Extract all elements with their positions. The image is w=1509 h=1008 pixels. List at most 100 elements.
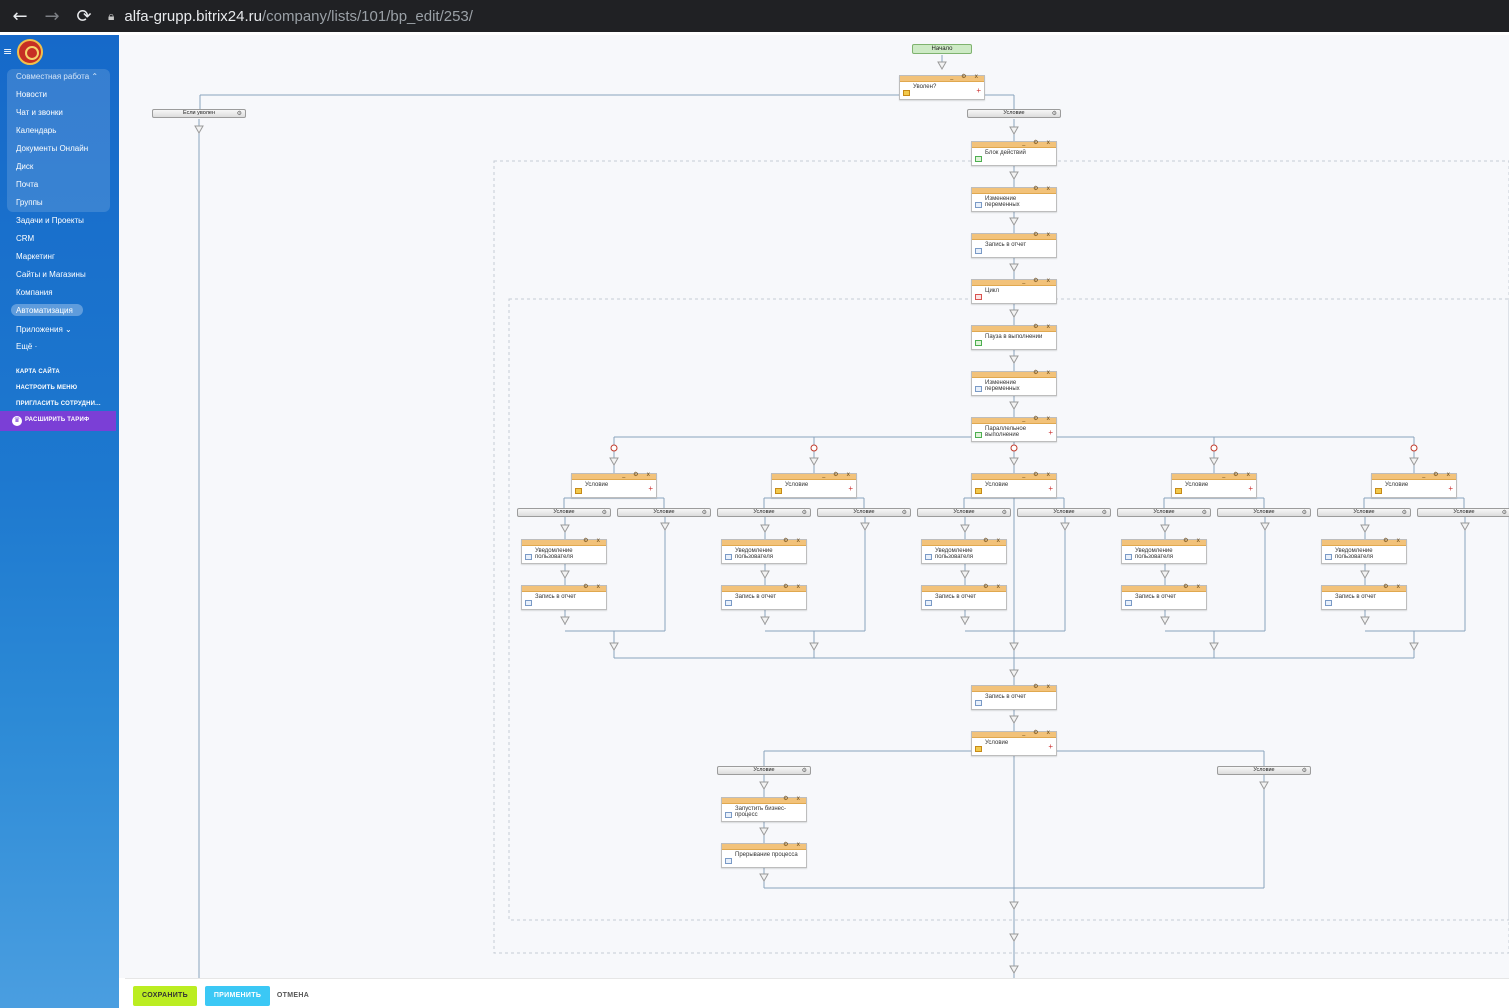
menu-item-apps[interactable]: Приложения ⌄ xyxy=(16,325,72,334)
remove-branch-icon[interactable] xyxy=(610,444,618,452)
block-controls-icon[interactable]: _ ⚙ x xyxy=(950,73,981,80)
drop-arrow-icon[interactable] xyxy=(1209,642,1219,652)
branch-condition[interactable]: Условие⚙ xyxy=(817,508,911,517)
block-controls-icon[interactable]: _ ⚙ x xyxy=(1022,729,1053,736)
reload-icon[interactable]: ⟳ xyxy=(76,5,92,27)
block-controls-icon[interactable]: _ ⚙ x xyxy=(1022,139,1053,146)
add-branch-icon[interactable]: + xyxy=(1048,484,1053,493)
menu-toggle-icon[interactable]: ≡ xyxy=(3,45,13,58)
drop-arrow-icon[interactable] xyxy=(609,457,619,467)
block-controls-icon[interactable]: ⚙ x xyxy=(983,537,1003,544)
drop-arrow-icon[interactable] xyxy=(760,616,770,626)
menu-item-disk[interactable]: Диск xyxy=(16,162,34,171)
branch-condition[interactable]: Условие⚙ xyxy=(967,109,1061,118)
menu-group-header[interactable]: Совместная работа ⌃ xyxy=(16,72,99,81)
drop-arrow-icon[interactable] xyxy=(560,570,570,580)
block-controls-icon[interactable]: ⚙ x xyxy=(783,583,803,590)
drop-arrow-icon[interactable] xyxy=(1009,355,1019,365)
drop-arrow-icon[interactable] xyxy=(1409,642,1419,652)
drop-arrow-icon[interactable] xyxy=(960,570,970,580)
remove-branch-icon[interactable] xyxy=(1410,444,1418,452)
menu-item-company[interactable]: Компания xyxy=(16,288,53,297)
drop-arrow-icon[interactable] xyxy=(1260,522,1270,532)
block-controls-icon[interactable]: _ ⚙ x xyxy=(1222,471,1253,478)
drop-arrow-icon[interactable] xyxy=(860,522,870,532)
add-branch-icon[interactable]: + xyxy=(1048,428,1053,437)
drop-arrow-icon[interactable] xyxy=(1009,642,1019,652)
menu-item-mail[interactable]: Почта xyxy=(16,180,39,189)
block-controls-icon[interactable]: ⚙ x xyxy=(1033,369,1053,376)
add-branch-icon[interactable]: + xyxy=(976,86,981,95)
gear-icon[interactable]: ⚙ xyxy=(1051,110,1057,117)
branch-condition[interactable]: Условие⚙ xyxy=(1317,508,1411,517)
remove-branch-icon[interactable] xyxy=(1210,444,1218,452)
drop-arrow-icon[interactable] xyxy=(1009,715,1019,725)
gear-icon[interactable]: ⚙ xyxy=(1001,509,1007,516)
drop-arrow-icon[interactable] xyxy=(660,522,670,532)
gear-icon[interactable]: ⚙ xyxy=(801,767,807,774)
remove-branch-icon[interactable] xyxy=(810,444,818,452)
gear-icon[interactable]: ⚙ xyxy=(601,509,607,516)
remove-branch-icon[interactable] xyxy=(1010,444,1018,452)
gear-icon[interactable]: ⚙ xyxy=(901,509,907,516)
block-controls-icon[interactable]: ⚙ x xyxy=(1033,683,1053,690)
save-button[interactable]: СОХРАНИТЬ xyxy=(133,986,197,1006)
branch-condition[interactable]: Условие⚙ xyxy=(917,508,1011,517)
branch-condition[interactable]: Условие⚙ xyxy=(517,508,611,517)
drop-arrow-icon[interactable] xyxy=(560,616,570,626)
drop-arrow-icon[interactable] xyxy=(1259,781,1269,791)
menu-item-crm[interactable]: CRM xyxy=(16,234,35,243)
drop-arrow-icon[interactable] xyxy=(1009,263,1019,273)
block-controls-icon[interactable]: ⚙ x xyxy=(1033,185,1053,192)
branch-condition[interactable]: Условие⚙ xyxy=(1117,508,1211,517)
menu-item-calendar[interactable]: Календарь xyxy=(16,126,57,135)
gear-icon[interactable]: ⚙ xyxy=(1201,509,1207,516)
upgrade-plan-button[interactable]: ♛ РАСШИРИТЬ ТАРИФ xyxy=(0,411,116,431)
block-controls-icon[interactable]: ⚙ x xyxy=(1383,537,1403,544)
gear-icon[interactable]: ⚙ xyxy=(1501,509,1507,516)
branch-condition[interactable]: Условие⚙ xyxy=(717,766,811,775)
gear-icon[interactable]: ⚙ xyxy=(1101,509,1107,516)
block-controls-icon[interactable]: _ ⚙ x xyxy=(622,471,653,478)
branch-condition[interactable]: Условие⚙ xyxy=(1217,766,1311,775)
drop-arrow-icon[interactable] xyxy=(1009,901,1019,911)
drop-arrow-icon[interactable] xyxy=(759,827,769,837)
drop-arrow-icon[interactable] xyxy=(194,125,204,135)
drop-arrow-icon[interactable] xyxy=(1009,309,1019,319)
drop-arrow-icon[interactable] xyxy=(1360,570,1370,580)
drop-arrow-icon[interactable] xyxy=(1160,524,1170,534)
branch-condition[interactable]: Условие⚙ xyxy=(1017,508,1111,517)
menu-item-more[interactable]: Ещё · xyxy=(16,342,38,351)
drop-arrow-icon[interactable] xyxy=(1360,524,1370,534)
add-branch-icon[interactable]: + xyxy=(1448,484,1453,493)
block-controls-icon[interactable]: _ ⚙ x xyxy=(1422,471,1453,478)
menu-item-groups[interactable]: Группы xyxy=(16,198,43,207)
gear-icon[interactable]: ⚙ xyxy=(1301,509,1307,516)
apply-button[interactable]: ПРИМЕНИТЬ xyxy=(205,986,270,1006)
block-controls-icon[interactable]: ⚙ x xyxy=(783,841,803,848)
block-controls-icon[interactable]: _ ⚙ x xyxy=(1022,415,1053,422)
block-controls-icon[interactable]: ⚙ x xyxy=(983,583,1003,590)
drop-arrow-icon[interactable] xyxy=(937,61,947,71)
menu-item-docs[interactable]: Документы Онлайн xyxy=(16,144,89,153)
drop-arrow-icon[interactable] xyxy=(809,457,819,467)
drop-arrow-icon[interactable] xyxy=(1009,126,1019,136)
block-controls-icon[interactable]: _ ⚙ x xyxy=(822,471,853,478)
forward-icon[interactable]: → xyxy=(44,5,60,27)
block-controls-icon[interactable]: _ ⚙ x xyxy=(1022,277,1053,284)
